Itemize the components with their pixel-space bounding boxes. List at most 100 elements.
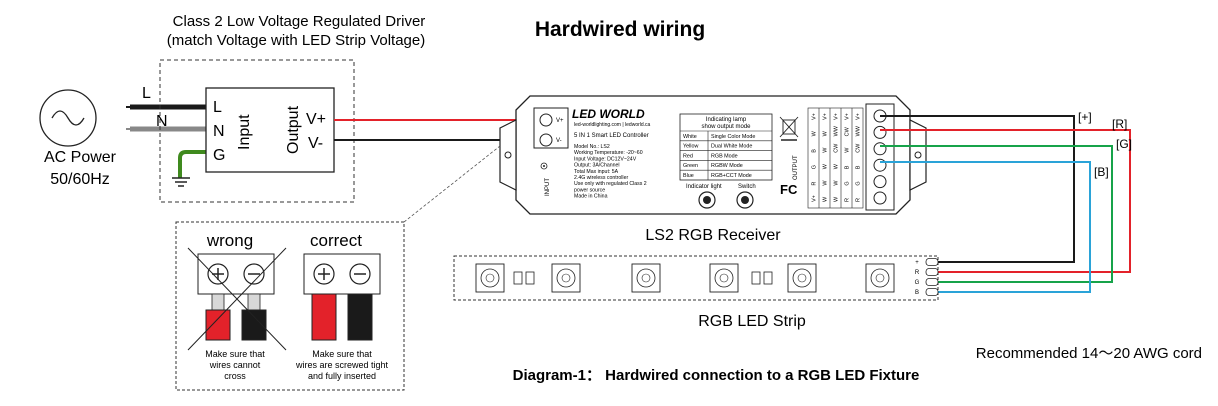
input-vplus-label: V+ bbox=[556, 118, 564, 124]
red-wire-wrong bbox=[205, 309, 231, 341]
spec-line: power source bbox=[574, 187, 605, 193]
wire-tag-g: [G] bbox=[1116, 137, 1132, 151]
dc-polarity-icon bbox=[540, 162, 548, 170]
lamp-color: Green bbox=[683, 163, 698, 169]
output-mode-cell: V+ bbox=[834, 113, 840, 120]
ground-icon bbox=[172, 177, 190, 187]
led-chip bbox=[787, 263, 817, 293]
spec-line: Output: 3A/Channel bbox=[574, 163, 620, 169]
wire-tag-r: [R] bbox=[1112, 117, 1127, 131]
awg-note: Recommended 14～20 AWG cord bbox=[976, 345, 1202, 362]
led-chip bbox=[865, 263, 895, 293]
output-mode-cell: W bbox=[823, 163, 829, 169]
inset-note-line: Make sure that bbox=[205, 349, 265, 359]
switch-label: Switch bbox=[738, 184, 756, 190]
ac-power-source: AC Power 50/60Hz bbox=[39, 89, 117, 188]
switch-knob-icon bbox=[741, 196, 749, 204]
resistor-pair bbox=[513, 271, 535, 285]
strip-pad bbox=[925, 268, 939, 276]
receiver-left-tab bbox=[499, 119, 517, 191]
output-mode-cell: G bbox=[845, 181, 851, 185]
ac-frequency-label: 50/60Hz bbox=[50, 171, 110, 188]
wire-tag-b: [B] bbox=[1094, 165, 1109, 179]
driver: L N G Input Output V+ V- bbox=[159, 59, 355, 203]
lamp-header-line2: show output mode bbox=[701, 124, 751, 130]
indicator-lamp-icon bbox=[703, 196, 711, 204]
led-chip bbox=[709, 263, 739, 293]
inset-note-line: cross bbox=[224, 371, 246, 381]
driver-term-l: L bbox=[213, 99, 222, 116]
right-mount-hole bbox=[914, 151, 922, 159]
strip-pad bbox=[925, 278, 939, 286]
input-label: INPUT bbox=[545, 178, 551, 196]
output-wire-r bbox=[880, 129, 1131, 273]
driver-label-line2: (match Voltage with LED Strip Voltage) bbox=[167, 32, 425, 49]
input-vminus-label: V- bbox=[556, 138, 562, 144]
output-mode-cell: CW bbox=[834, 143, 840, 153]
black-wire-correct bbox=[347, 293, 373, 341]
output-wire-g bbox=[880, 145, 1113, 283]
output-mode-cell: W bbox=[834, 163, 840, 169]
spec-line: Working Temperature: -20~60 bbox=[574, 150, 643, 156]
strip-pad-label: R bbox=[915, 270, 920, 276]
output-wire-b bbox=[880, 161, 1091, 293]
output-wires: [+] [R] [G] [B] bbox=[880, 110, 1132, 293]
spec-line: Total Max input: 5A bbox=[574, 169, 619, 175]
output-mode-cell: R bbox=[845, 198, 851, 202]
lamp-color: Red bbox=[683, 153, 693, 159]
inset-note-line: and fully inserted bbox=[308, 371, 376, 381]
ac-wires: L N bbox=[126, 85, 208, 187]
output-label: OUTPUT bbox=[793, 155, 799, 180]
output-mode-cell: R bbox=[856, 198, 862, 202]
strip-pad bbox=[925, 258, 939, 266]
led-chip bbox=[631, 263, 661, 293]
driver-term-vplus: V+ bbox=[306, 111, 326, 128]
strip-pad-label: + bbox=[915, 260, 919, 266]
strip-pads: +RGB bbox=[915, 258, 939, 296]
driver-input-label: Input bbox=[236, 114, 253, 150]
output-screw bbox=[873, 191, 887, 205]
wire-label-n: N bbox=[156, 113, 168, 130]
brand-logo: LED WORLD bbox=[572, 107, 645, 121]
output-screw bbox=[873, 125, 887, 139]
led-chip bbox=[475, 263, 505, 293]
spec-line: Use only with regulated Class 2 bbox=[574, 181, 647, 187]
output-mode-cell: WW bbox=[834, 125, 840, 136]
output-wire-plus bbox=[880, 115, 1075, 263]
output-screw bbox=[873, 175, 887, 189]
indicator-light-button[interactable] bbox=[698, 191, 716, 209]
receiver-caption: LS2 RGB Receiver bbox=[645, 227, 781, 244]
driver-output-label: Output bbox=[285, 105, 302, 154]
output-mode-cell: V+ bbox=[812, 195, 818, 202]
lamp-color: Yellow bbox=[683, 144, 698, 150]
red-wire-correct bbox=[311, 293, 337, 341]
output-mode-cell: V+ bbox=[823, 113, 829, 120]
lamp-mode: RGB+CCT Mode bbox=[711, 173, 752, 179]
driver-term-g: G bbox=[213, 147, 225, 164]
indicator-light-label: Indicator light bbox=[686, 184, 722, 190]
lamp-mode: Single Color Mode bbox=[711, 134, 755, 140]
spec-line: 2.4G wireless controller bbox=[574, 175, 628, 181]
output-mode-cell: W bbox=[845, 147, 851, 153]
strip-pad-label: B bbox=[915, 290, 919, 296]
driver-label-line1: Class 2 Low Voltage Regulated Driver bbox=[173, 13, 426, 30]
ac-power-label: AC Power bbox=[44, 149, 117, 166]
strip-leds bbox=[475, 263, 895, 293]
output-mode-cell: V+ bbox=[856, 113, 862, 120]
resistor-pair bbox=[751, 271, 773, 285]
lamp-color: Blue bbox=[683, 173, 694, 179]
switch-button[interactable] bbox=[736, 191, 754, 209]
lamp-mode: RGB Mode bbox=[711, 153, 738, 159]
callout-line bbox=[403, 145, 501, 223]
correct-label: correct bbox=[310, 231, 362, 250]
exposed-strands-minus bbox=[247, 293, 261, 311]
driver-term-vminus: V- bbox=[308, 135, 323, 152]
left-mount-hole bbox=[504, 151, 512, 159]
lamp-mode: RGBW Mode bbox=[711, 163, 743, 169]
correct-example bbox=[303, 253, 381, 341]
